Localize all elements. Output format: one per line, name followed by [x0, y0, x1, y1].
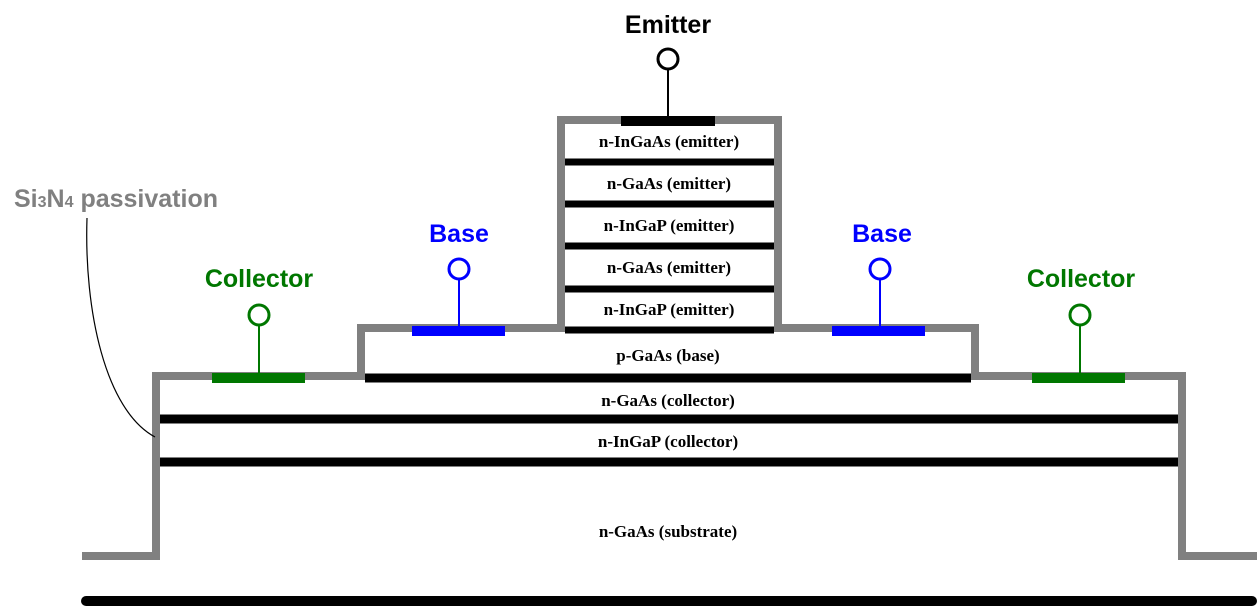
layer-collector-gaas: n-GaAs (collector) — [601, 391, 735, 410]
passivation-label-sub1: 3 — [38, 194, 47, 211]
layer-base: p-GaAs (base) — [616, 346, 719, 365]
base-right-terminal-icon — [868, 257, 892, 281]
emitter-label: Emitter — [625, 11, 711, 39]
base-left-label: Base — [429, 220, 489, 248]
layer-substrate: n-GaAs (substrate) — [599, 522, 737, 541]
passivation-label-prefix: Si — [14, 185, 38, 213]
base-right-label: Base — [852, 220, 912, 248]
layer-collector-ingap: n-InGaP (collector) — [598, 432, 738, 451]
passivation-leader-line — [86, 217, 156, 438]
collector-right-terminal-icon — [1068, 303, 1092, 327]
passivation-label-suffix: passivation — [74, 185, 219, 213]
base-left-terminal-icon — [447, 257, 471, 281]
passivation-label-sub2: 4 — [65, 194, 74, 211]
layer-emitter-gaas-1: n-GaAs (emitter) — [607, 174, 731, 193]
layer-emitter-ingap-1: n-InGaP (emitter) — [604, 216, 735, 235]
collector-left-terminal-icon — [247, 303, 271, 327]
layer-emitter-gaas-2: n-GaAs (emitter) — [607, 258, 731, 277]
layer-emitter-ingaas: n-InGaAs (emitter) — [599, 132, 739, 151]
passivation-label-mid: N — [47, 185, 65, 213]
collector-right-label: Collector — [1027, 265, 1136, 293]
emitter-terminal-icon — [656, 47, 680, 71]
passivation-label: Si3N4 passivation — [14, 185, 218, 213]
layer-emitter-ingap-2: n-InGaP (emitter) — [604, 300, 735, 319]
collector-left-label: Collector — [205, 265, 314, 293]
